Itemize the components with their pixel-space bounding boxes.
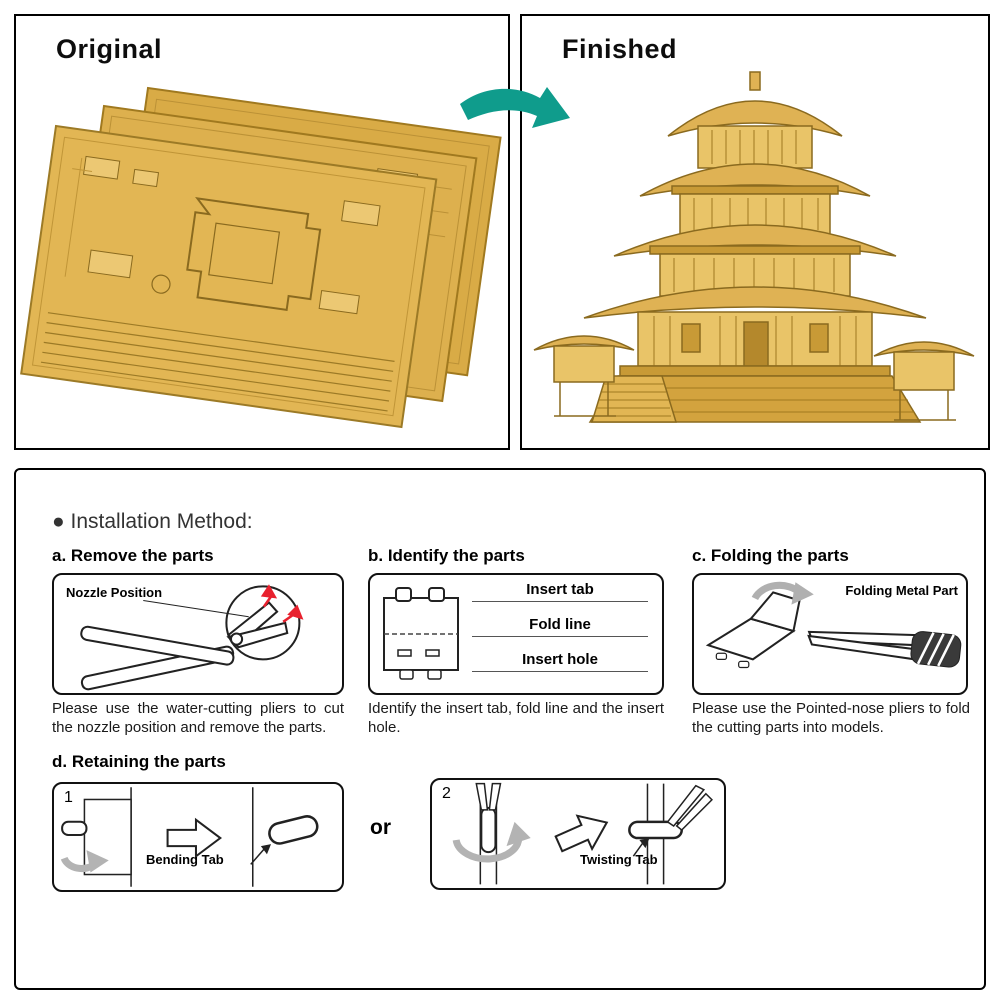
step-a-title: a. Remove the parts [52,546,214,565]
transform-arrow-icon [460,87,570,128]
original-panel: Original [14,14,510,450]
finished-title: Finished [562,34,678,64]
metal-sheets-illustration [20,86,502,429]
bending-tab-diagram: 1 Bending Tab [52,782,344,892]
bending-tab-label: Bending Tab [146,852,224,867]
folding-pliers-illustration [705,581,962,669]
bending-tab-illustration [60,787,319,887]
twisting-tab-illustration [452,782,713,885]
cutting-pliers-illustration [80,584,304,691]
folding-metal-part-label: Folding Metal Part [845,583,958,598]
twisting-tab-label: Twisting Tab [580,852,658,867]
installation-instructions-panel: ● Installation Method: a. Remove the par… [14,468,986,990]
metal-part-illustration [383,587,459,680]
step-c-description: Please use the Pointed-nose pliers to fo… [692,700,970,736]
identify-parts-diagram: Insert tab Fold line Insert hole [368,573,664,695]
twisting-tab-diagram: 2 Twisting Tab [430,778,726,890]
step-d-title: d. Retaining the parts [52,752,226,771]
nozzle-position-label: Nozzle Position [66,585,163,600]
or-separator: or [370,816,391,839]
option-1-number: 1 [64,789,73,806]
installation-method-header: ● Installation Method: [52,510,253,533]
pagoda-model-illustration [533,71,975,423]
step-b-title: b. Identify the parts [368,546,525,565]
option-2-number: 2 [442,785,451,802]
step-b-description: Identify the insert tab, fold line and t… [368,700,664,736]
step-a-description: Please use the water-cutting pliers to c… [52,700,344,736]
insert-hole-label: Insert hole [472,651,648,672]
fold-line-label: Fold line [472,616,648,637]
finished-panel: Finished [520,14,990,450]
original-title: Original [56,34,163,64]
folding-parts-diagram: Folding Metal Part [692,573,968,695]
step-c-title: c. Folding the parts [692,546,849,565]
remove-parts-diagram: Nozzle Position [52,573,344,695]
insert-tab-label: Insert tab [472,581,648,602]
